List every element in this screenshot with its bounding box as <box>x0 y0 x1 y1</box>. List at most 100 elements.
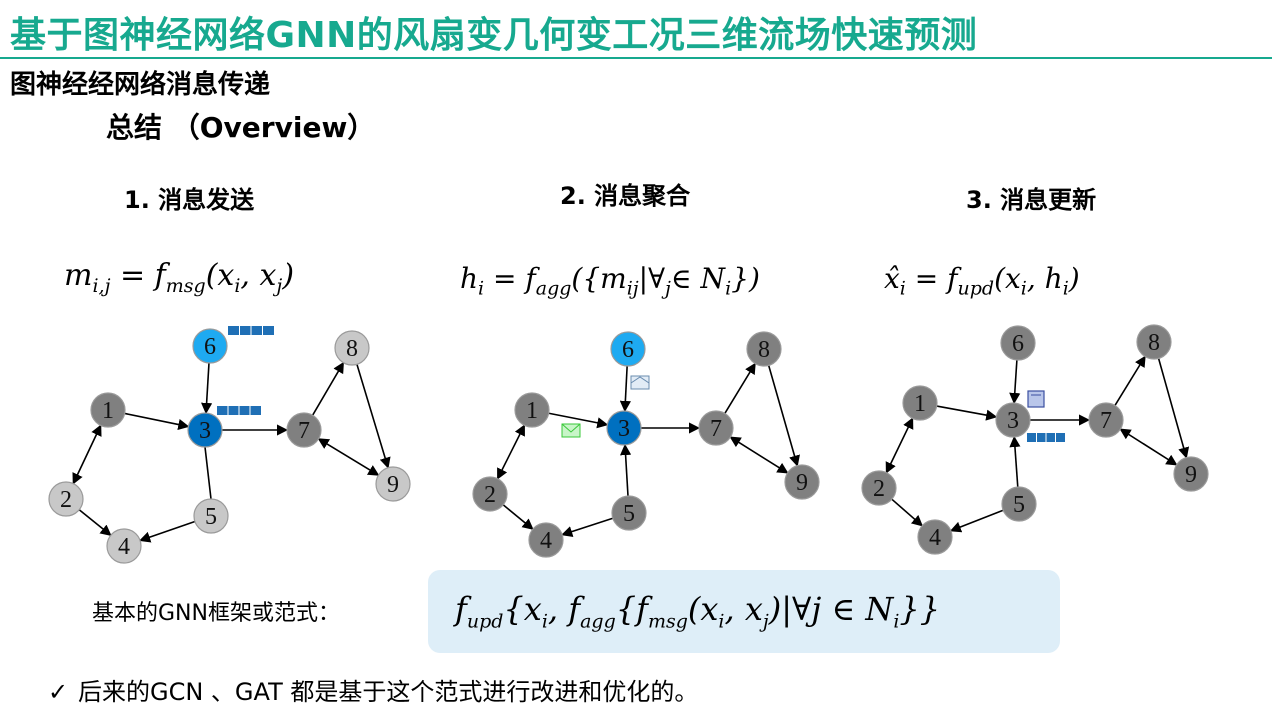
graph-node-1: 1 <box>514 392 550 428</box>
edge-8-9 <box>767 365 800 467</box>
svg-text:6: 6 <box>622 337 634 363</box>
edge-6-3 <box>201 362 213 415</box>
edge-9-7 <box>317 438 380 476</box>
svg-text:6: 6 <box>204 334 216 360</box>
paradigm-box <box>428 570 1060 653</box>
svg-text:6: 6 <box>1012 331 1024 357</box>
paradigm-formula: fupd{xi, fagg{fmsg(xi, xj)|∀j ∈ Ni}} <box>455 590 941 633</box>
svg-text:1: 1 <box>102 398 114 424</box>
svg-text:5: 5 <box>205 504 217 530</box>
graph-node-5: 5 <box>193 498 229 534</box>
graph-node-9: 9 <box>1173 456 1209 492</box>
graph-message-update: 1 2 3 4 5 6 7 8 9 <box>861 324 1209 555</box>
svg-text:3: 3 <box>1007 408 1019 434</box>
edge-8-9 <box>1157 358 1190 459</box>
edge-1-3 <box>124 412 190 431</box>
message-vector-bar <box>1027 433 1065 442</box>
svg-text:2: 2 <box>873 476 885 502</box>
book-icon <box>1027 390 1045 408</box>
svg-text:2: 2 <box>60 487 72 513</box>
graph-message-send: 1 2 3 4 5 6 7 8 9 <box>48 326 411 564</box>
step-1-formula: mi,j = fmsg(xi, xj) <box>64 258 295 297</box>
graph-node-9: 9 <box>784 464 820 500</box>
svg-text:7: 7 <box>1100 408 1112 434</box>
svg-text:3: 3 <box>618 416 630 442</box>
step-1-title: 1. 消息发送 <box>124 186 255 214</box>
edge-2-4 <box>78 509 112 537</box>
note-text: 后来的GCN 、GAT 都是基于这个范式进行改进和优化的。 <box>78 678 699 706</box>
graph-node-7: 7 <box>698 410 734 446</box>
graph-message-aggregate: 1 2 3 4 5 6 7 8 9 <box>472 331 820 558</box>
edge-2-4 <box>891 498 924 527</box>
edge-7-8 <box>1114 355 1146 406</box>
edge-1-2 <box>72 424 102 485</box>
overview-title: 总结 （Overview） <box>106 111 376 144</box>
edge-5-4 <box>561 517 614 537</box>
edge-9-7 <box>729 436 789 474</box>
svg-text:1: 1 <box>914 391 926 417</box>
note-line: ✓ 后来的GCN 、GAT 都是基于这个范式进行改进和优化的。 <box>48 672 698 707</box>
edge-5-3 <box>619 443 632 497</box>
svg-text:9: 9 <box>387 472 399 498</box>
graph-node-2: 2 <box>48 481 84 517</box>
svg-text:7: 7 <box>710 416 722 442</box>
edge-1-2 <box>885 417 914 474</box>
svg-text:9: 9 <box>1185 462 1197 488</box>
slide-title: 基于图神经网络GNN的风扇变几何变工况三维流场快速预测 <box>10 15 978 56</box>
graph-node-1: 1 <box>902 385 938 421</box>
edge-8-9 <box>356 364 391 469</box>
step-3-formula: x̂i = fupd(xi, hi) <box>884 262 1080 300</box>
edge-1-2 <box>496 424 526 480</box>
graph-node-3: 3 <box>187 412 223 448</box>
check-icon: ✓ <box>48 678 69 706</box>
svg-text:8: 8 <box>346 336 358 362</box>
section-title: 图神经经网络消息传递 <box>10 70 271 100</box>
svg-text:1: 1 <box>526 398 538 424</box>
graph-node-8: 8 <box>1136 324 1172 360</box>
svg-text:8: 8 <box>758 337 770 363</box>
message-vector-bar <box>217 406 261 415</box>
envelope-icon <box>561 423 581 438</box>
graph-node-4: 4 <box>917 519 953 555</box>
envelope-icon <box>630 375 650 390</box>
edge-7-8 <box>724 362 756 414</box>
svg-text:4: 4 <box>118 534 130 560</box>
edge-6-3 <box>619 365 631 413</box>
graph-node-4: 4 <box>106 528 142 564</box>
graph-node-9: 9 <box>375 466 411 502</box>
edge-6-3 <box>1009 359 1021 405</box>
svg-text:4: 4 <box>540 528 552 554</box>
svg-text:8: 8 <box>1148 330 1160 356</box>
graph-node-2: 2 <box>472 476 508 512</box>
svg-text:7: 7 <box>298 418 310 444</box>
graph-node-6: 6 <box>1000 325 1036 361</box>
graph-node-7: 7 <box>1088 402 1124 438</box>
title-divider <box>0 57 1272 59</box>
edge-9-7 <box>1119 428 1178 466</box>
step-2-title: 2. 消息聚合 <box>560 182 691 210</box>
svg-text:9: 9 <box>796 470 808 496</box>
edge-5-4 <box>139 520 196 543</box>
step-3-title: 3. 消息更新 <box>966 186 1097 214</box>
graph-node-3: 3 <box>995 402 1031 438</box>
paradigm-label: 基本的GNN框架或范式： <box>92 601 340 626</box>
edge-5-4 <box>949 509 1004 533</box>
graph-node-1: 1 <box>90 392 126 428</box>
svg-text:4: 4 <box>929 525 941 551</box>
svg-text:3: 3 <box>199 418 211 444</box>
graph-node-2: 2 <box>861 470 897 506</box>
svg-text:5: 5 <box>1013 492 1025 518</box>
graph-node-3: 3 <box>606 410 642 446</box>
edge-5-3 <box>1009 435 1021 488</box>
graph-node-4: 4 <box>528 522 564 558</box>
graph-node-7: 7 <box>286 412 322 448</box>
edge-1-3 <box>936 405 998 421</box>
step-2-formula: hi = fagg({mij|∀j∈ Ni}) <box>460 262 760 300</box>
graph-node-8: 8 <box>334 330 370 366</box>
edge-1-3 <box>548 412 609 429</box>
graph-node-5: 5 <box>611 495 647 531</box>
edge-2-4 <box>502 504 534 530</box>
graph-node-6: 6 <box>610 331 646 367</box>
svg-text:2: 2 <box>484 482 496 508</box>
svg-text:5: 5 <box>623 501 635 527</box>
